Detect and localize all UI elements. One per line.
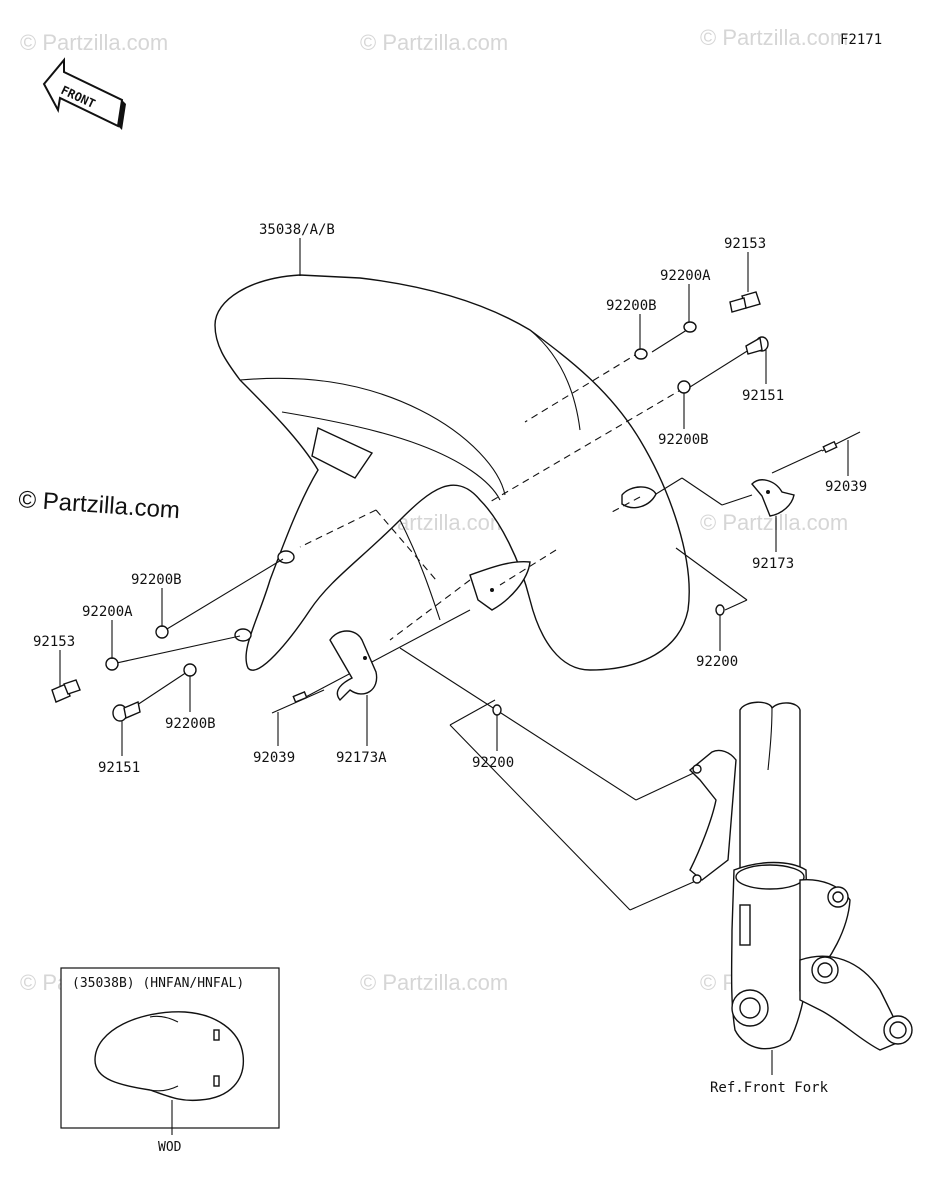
label-bolt-l: 92151: [98, 760, 140, 776]
bolt-l-icon: [112, 701, 141, 722]
label-washer-b-l-top: 92200B: [131, 572, 182, 588]
part-labels: 35038/A/B 92153 92200A 92200B 92151 9220…: [33, 222, 867, 1096]
label-clamp-r: 92173: [752, 556, 794, 572]
hardware-left: [51, 625, 502, 722]
label-clamp-l: 92173A: [336, 750, 387, 766]
washer-b-r-top-icon: [634, 348, 648, 360]
label-pin-r: 92039: [825, 479, 867, 495]
label-fender: 35038/A/B: [259, 222, 335, 238]
pin-l-icon: [271, 689, 325, 714]
front-fender: [214, 274, 690, 671]
inset-title: (35038B) (HNFAN/HNFAL): [72, 976, 244, 991]
label-bolt-stud-l: 92153: [33, 634, 75, 650]
label-washer-a-r: 92200A: [660, 268, 711, 284]
label-stems: [59, 238, 849, 756]
label-washer-b-r-top: 92200B: [606, 298, 657, 314]
label-washer-a-l: 92200A: [82, 604, 133, 620]
variant-inset: (35038B) (HNFAN/HNFAL) WOD: [60, 967, 280, 1155]
washer-b-r-bottom-icon: [677, 380, 691, 394]
label-washer-r: 92200: [696, 654, 738, 670]
washer-r-icon: [715, 604, 725, 616]
label-bolt-r: 92151: [742, 388, 784, 404]
watermark-text: © Partzilla.com: [20, 30, 168, 55]
label-washer-l: 92200: [472, 755, 514, 771]
pin-r-icon: [821, 431, 861, 454]
front-arrow-icon: FRONT: [42, 57, 126, 130]
label-bolt-stud-r: 92153: [724, 236, 766, 252]
washer-b-l-top-icon: [155, 625, 169, 639]
diagram-code: F2171: [840, 32, 882, 48]
clamp-l-icon: [329, 630, 378, 702]
washer-a-l-icon: [105, 657, 119, 671]
front-fork: [688, 701, 913, 1075]
washer-b-l-bottom-icon: [183, 663, 197, 677]
label-washer-b-l-bottom: 92200B: [165, 716, 216, 732]
bolt-r-icon: [745, 336, 769, 355]
label-pin-l: 92039: [253, 750, 295, 766]
clamp-r-icon: [751, 479, 795, 517]
bolt-stud-l-icon: [51, 679, 81, 703]
watermark-text: © Partzilla.com: [360, 970, 508, 995]
washer-l-icon: [492, 704, 502, 716]
leader-lines: [111, 327, 823, 911]
watermark-text: © Partzilla.com: [360, 30, 508, 55]
partzilla-watermark: © Partzilla.com: [18, 486, 181, 524]
label-fork-ref: Ref.Front Fork: [710, 1080, 829, 1096]
bolt-stud-r-icon: [729, 291, 761, 313]
watermark-text: © Partzilla.com: [700, 25, 848, 50]
label-washer-b-r-bottom: 92200B: [658, 432, 709, 448]
washer-a-r-icon: [683, 321, 697, 333]
inset-caption: WOD: [158, 1140, 182, 1155]
